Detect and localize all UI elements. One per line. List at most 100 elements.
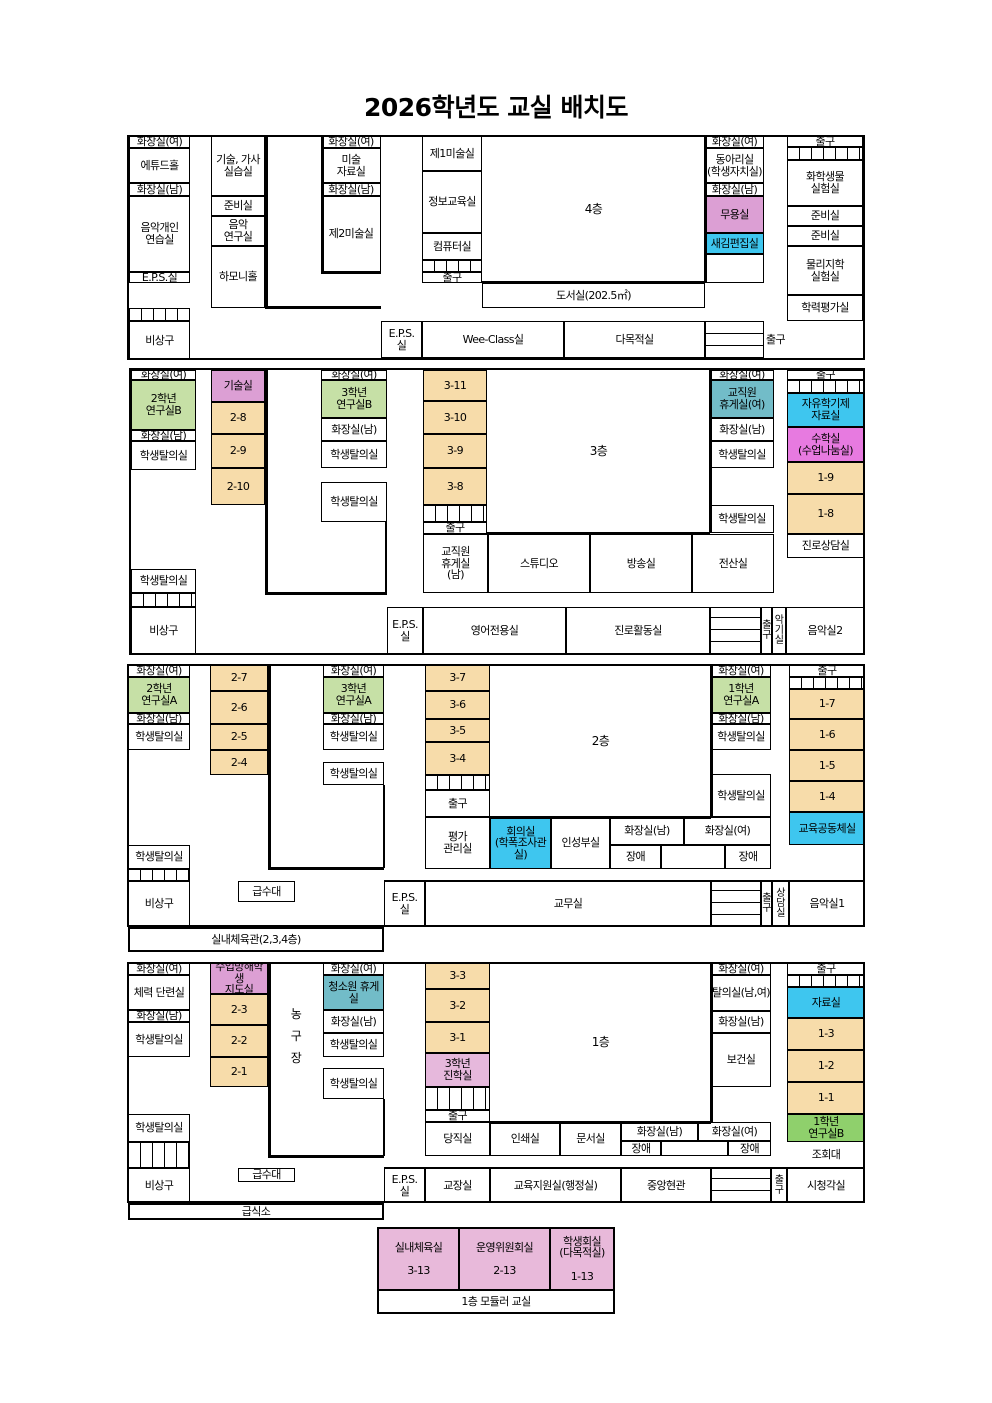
restroom-men: 화장실(남) xyxy=(321,183,381,196)
classroom-3-3: 3-3 xyxy=(425,963,490,989)
room-art-materials: 미술 자료실 xyxy=(321,148,381,183)
emergency-exit: 비상구 xyxy=(129,321,190,360)
restroom-women: 화장실(여) xyxy=(698,1122,771,1141)
room-harmony-hall: 하모니홀 xyxy=(211,246,265,308)
modular-label: 1층 모듈러 교실 xyxy=(378,1290,614,1313)
stairs xyxy=(425,775,490,790)
room-locker: 학생탈의실 xyxy=(323,762,384,785)
room-career-counsel: 진로상담실 xyxy=(787,534,864,558)
classroom-2-2: 2-2 xyxy=(210,1025,268,1057)
wall xyxy=(265,306,381,309)
exit: 출구 xyxy=(789,665,865,677)
room-eps: E.P.S. 실 xyxy=(384,881,425,927)
room-locker: 학생탈의실 xyxy=(321,482,387,522)
room-community: 교육공동체실 xyxy=(789,812,865,845)
room-empty xyxy=(705,254,764,283)
wall xyxy=(321,136,324,272)
modular-indoor-pe: 실내체육실 3-13 xyxy=(378,1228,459,1290)
room-meeting: 회의실 (학폭조사관 실) xyxy=(490,817,551,869)
restroom-men: 화장실(남) xyxy=(131,430,196,441)
room-eps: E.P.S. 실 xyxy=(381,321,422,358)
room-locker: 학생탈의실 xyxy=(128,1114,190,1142)
restroom-men: 화장실(남) xyxy=(321,418,387,441)
exit: 출구 xyxy=(423,522,487,534)
wall xyxy=(268,1155,384,1158)
exit: 출구 xyxy=(787,963,865,975)
room-locker: 학생탈의실 xyxy=(323,1068,384,1099)
restroom-men: 화장실(남) xyxy=(711,1011,771,1033)
room-locker: 학생탈의실 xyxy=(321,441,387,468)
restroom-men: 화장실(남) xyxy=(705,183,764,196)
room-locker: 학생탈의실 xyxy=(128,1022,190,1057)
restroom-women: 화장실(여) xyxy=(323,665,384,677)
classroom-1-7: 1-7 xyxy=(789,689,865,719)
room-principal: 교장실 xyxy=(425,1168,490,1203)
classroom-2-9: 2-9 xyxy=(211,434,265,468)
restroom-men: 화장실(남) xyxy=(323,1010,384,1033)
classroom-1-2: 1-2 xyxy=(787,1050,865,1082)
room-locker: 학생탈의실 xyxy=(128,845,190,869)
wall xyxy=(384,880,865,882)
classroom-3-11: 3-11 xyxy=(423,370,487,401)
room-character-ed: 인성부실 xyxy=(551,817,610,869)
wall xyxy=(265,592,387,595)
wall xyxy=(383,1099,385,1156)
room-etude-hall: 에튜드홀 xyxy=(129,148,190,183)
wall xyxy=(709,368,712,533)
room-music-research: 음악 연구실 xyxy=(211,216,265,246)
exit: 출구 xyxy=(425,790,490,817)
room-english: 영어전용실 xyxy=(423,607,566,654)
restroom-accessible: 장애 xyxy=(610,845,661,869)
classroom-2-4: 2-4 xyxy=(210,750,268,775)
room-empty xyxy=(661,845,725,869)
classroom-1-9: 1-9 xyxy=(787,462,864,494)
classroom-3-7: 3-7 xyxy=(425,665,490,691)
room-locker: 학생탈의실 xyxy=(323,724,384,750)
cafeteria: 급식소 xyxy=(128,1203,384,1220)
room-assessment: 학력평가실 xyxy=(787,295,863,321)
stairs xyxy=(787,380,864,393)
exit: 출구 xyxy=(771,1168,787,1203)
room-free-semester: 자유학기제 자료실 xyxy=(787,393,864,427)
room-locker: 학생탈의실 xyxy=(710,441,774,468)
stairs xyxy=(423,505,487,522)
classroom-1-1: 1-1 xyxy=(787,1082,865,1114)
room-av: 시청각실 xyxy=(787,1168,865,1203)
room-resources: 자료실 xyxy=(787,987,865,1018)
room-library: 도서실(202.5㎡) xyxy=(482,283,705,308)
room-saegim-edit: 새김편집실 xyxy=(705,233,764,254)
room-tech-home-ec: 기술, 가사 실습실 xyxy=(211,136,265,196)
restroom-accessible: 장애 xyxy=(728,1141,771,1156)
room-counseling: 상담실 xyxy=(772,881,789,927)
wall xyxy=(383,785,385,868)
room-career-activity: 진로활동실 xyxy=(566,607,710,654)
restroom-men: 화장실(남) xyxy=(323,713,384,724)
classroom-3-8: 3-8 xyxy=(423,468,487,505)
wall xyxy=(704,136,707,283)
restroom-men: 화장실(남) xyxy=(711,713,771,724)
wall xyxy=(265,368,268,593)
room-eps: E.P.S.실 xyxy=(129,272,190,283)
room-chem-bio-lab: 화학생물 실험실 xyxy=(787,160,863,206)
room-locker: 학생탈의실 xyxy=(131,569,196,593)
basketball-court: 농구장 xyxy=(290,1007,302,1065)
emergency-exit: 비상구 xyxy=(131,607,196,654)
classroom-3-6: 3-6 xyxy=(425,691,490,719)
room-teachers-office: 교무실 xyxy=(425,881,711,927)
exit: 출구 xyxy=(761,881,772,927)
restroom-women: 화장실(여) xyxy=(321,370,387,380)
floor-label: 1층 xyxy=(591,1034,610,1049)
wall xyxy=(482,281,705,284)
emergency-exit: 비상구 xyxy=(128,881,190,927)
classroom-1-4: 1-4 xyxy=(789,781,865,812)
stairs xyxy=(789,677,865,689)
room-eps: E.P.S. 실 xyxy=(384,1168,425,1203)
stairs xyxy=(787,975,865,987)
room-music-2: 음악실2 xyxy=(786,607,864,654)
classroom-3-5: 3-5 xyxy=(425,719,490,742)
stairs xyxy=(787,147,863,160)
stairs xyxy=(710,607,761,654)
main-entrance: 중앙현관 xyxy=(621,1168,711,1203)
room-technology: 기술실 xyxy=(211,370,265,402)
room-documents: 문서실 xyxy=(560,1122,621,1156)
